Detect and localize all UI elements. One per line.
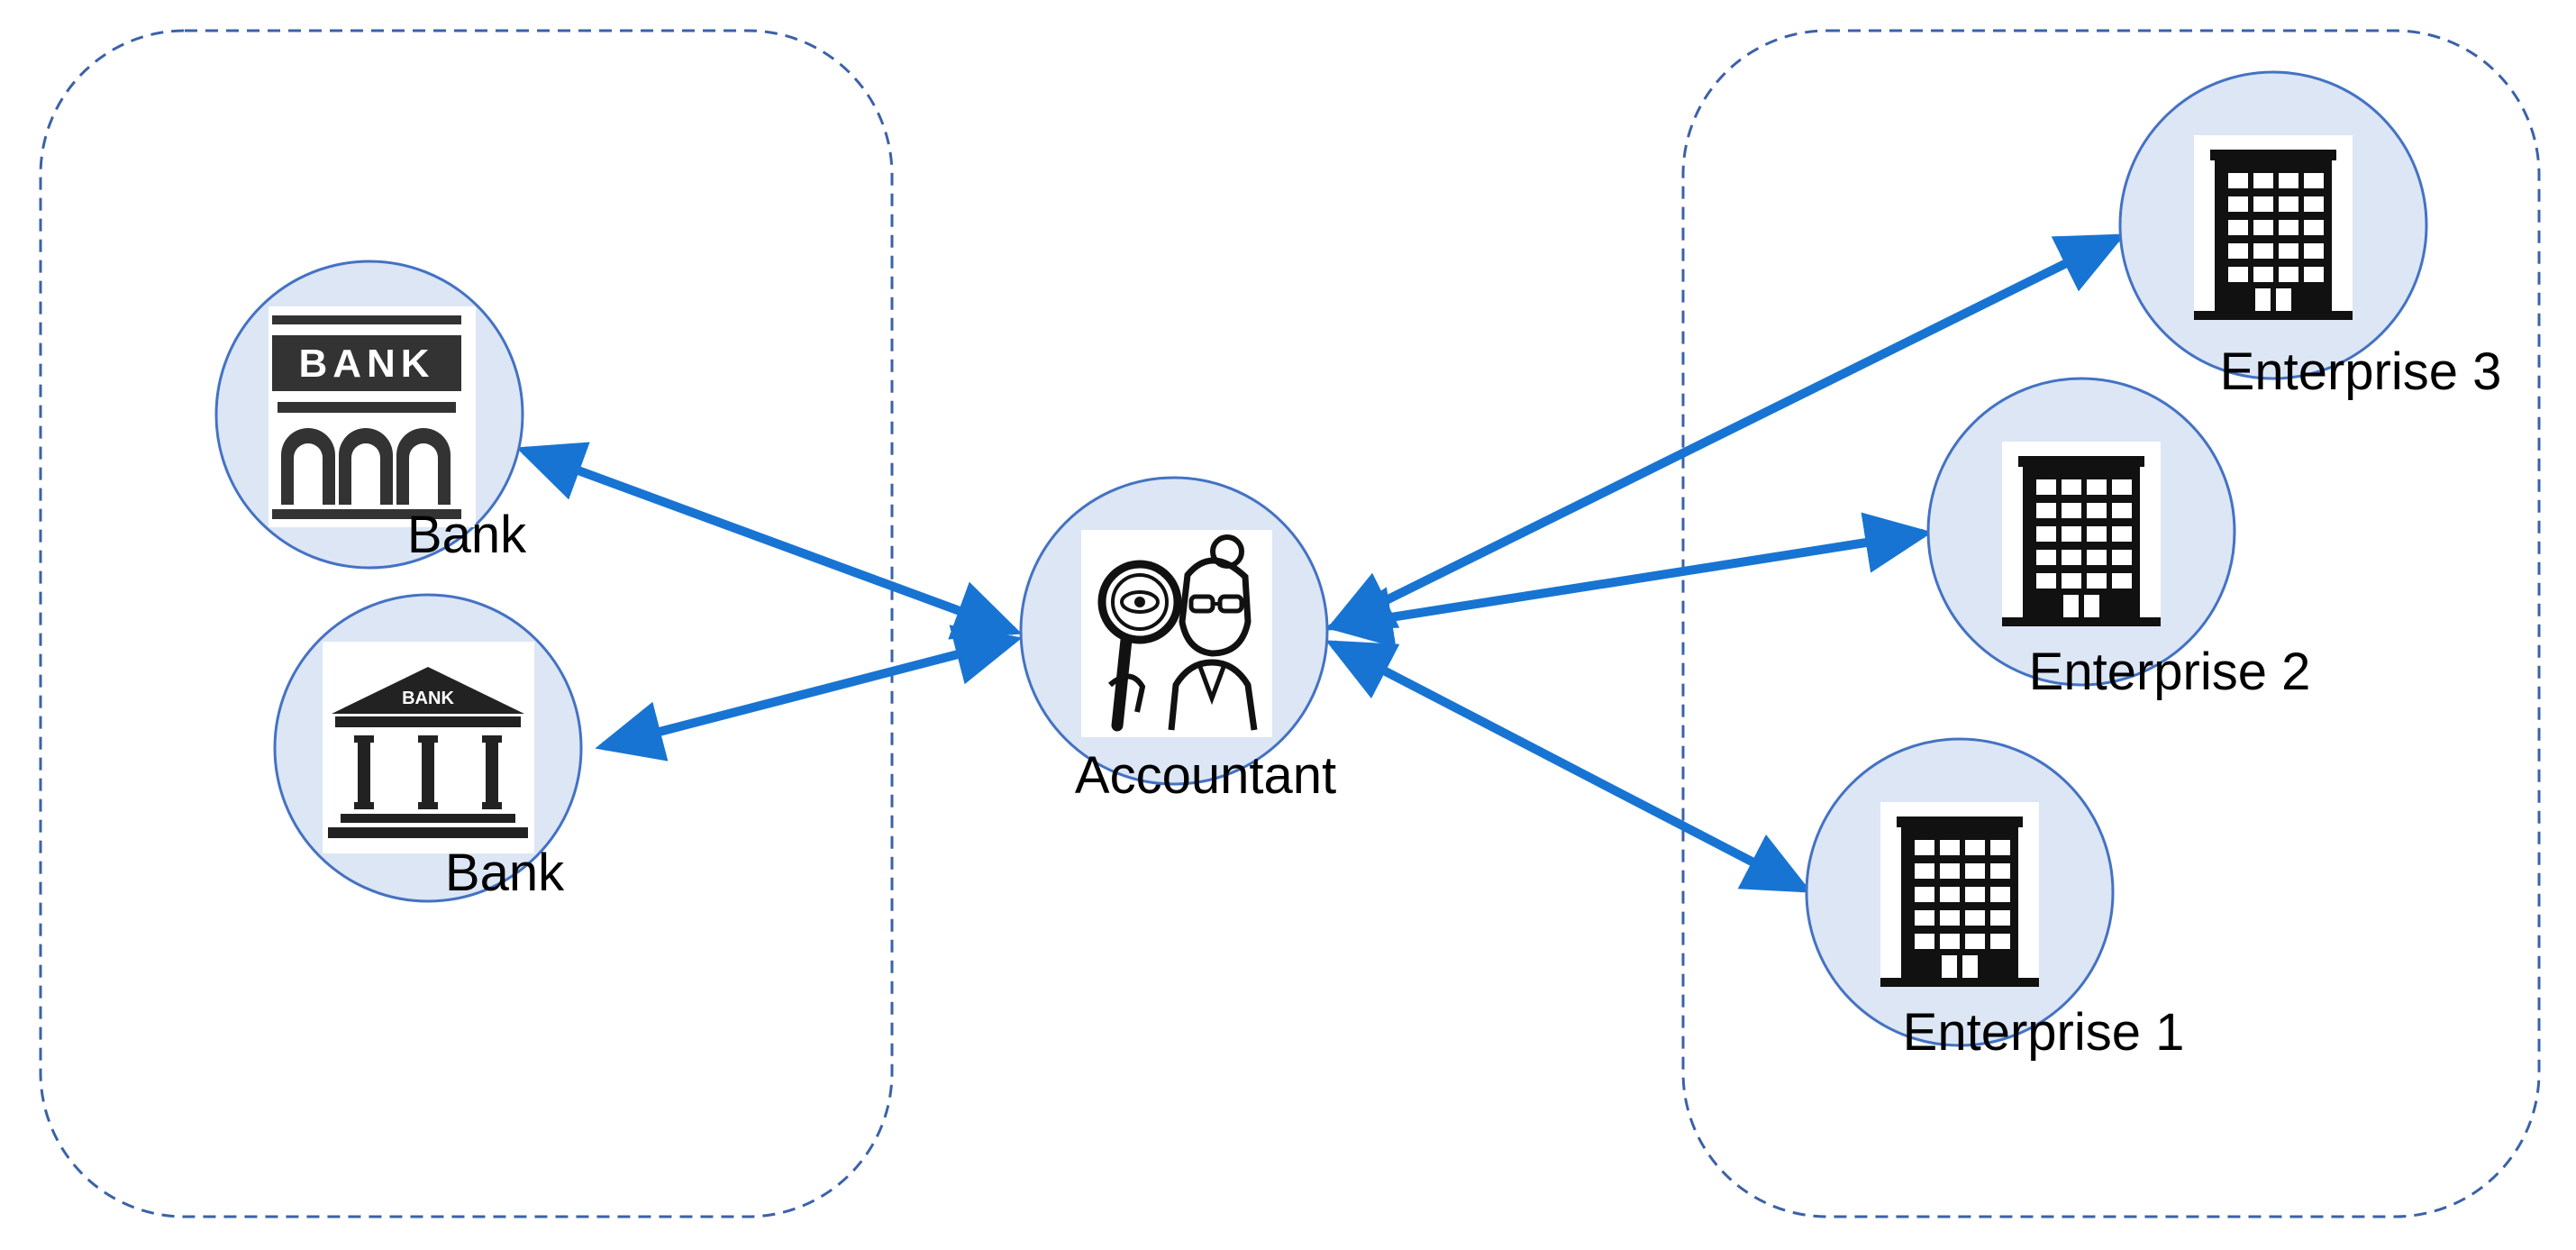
node-label: Enterprise 2 — [2029, 643, 2311, 701]
office-building-icon — [1880, 802, 2039, 987]
node-bank1[interactable]: BANK Bank — [214, 260, 527, 570]
arrow-accountant-bank2[interactable] — [595, 625, 1023, 762]
arrow-accountant-enterprise2[interactable] — [1324, 512, 1933, 648]
connection-arrows — [515, 233, 2125, 893]
node-accountant[interactable]: Accountant — [1019, 476, 1336, 805]
bank-columns-icon: BANK — [323, 642, 534, 853]
bank-group-border — [39, 29, 894, 1218]
office-building-icon — [2002, 442, 2161, 626]
node-bank2[interactable]: BANK Bank — [273, 593, 583, 903]
node-enterprise3[interactable]: Enterprise 3 — [2118, 70, 2502, 401]
node-enterprise1[interactable]: Enterprise 1 — [1805, 737, 2185, 1062]
node-enterprise2[interactable]: Enterprise 2 — [1926, 377, 2311, 701]
node-label: Accountant — [1075, 746, 1336, 805]
bank-sign-small-text: BANK — [402, 689, 454, 708]
node-label: Bank — [407, 506, 527, 564]
node-label: Enterprise 3 — [2220, 342, 2502, 401]
arrow-accountant-bank1[interactable] — [515, 442, 1023, 640]
office-building-icon — [2194, 135, 2353, 320]
node-label: Bank — [445, 844, 565, 902]
arrow-accountant-enterprise1[interactable] — [1325, 640, 1812, 893]
node-label: Enterprise 1 — [1903, 1003, 2185, 1062]
accountant-magnifier-icon — [1081, 530, 1272, 737]
bank-storefront-icon: BANK — [269, 306, 476, 527]
bank-sign-text: BANK — [298, 342, 434, 386]
